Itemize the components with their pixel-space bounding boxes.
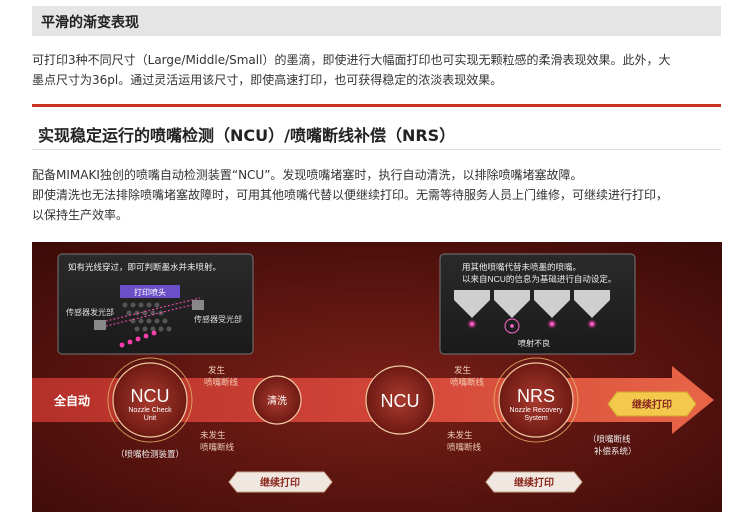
nrs-caption-line1: （喷嘴断线 xyxy=(588,434,631,444)
sensor-receiver xyxy=(192,300,204,310)
ncu-unit-circle: NCU Nozzle Check Unit xyxy=(107,357,193,443)
clean-label: 清洗 xyxy=(267,394,287,407)
paragraph-ncu-line3: 以保持生产效率。 xyxy=(32,208,129,222)
nozzle-spray-dots xyxy=(467,319,597,329)
not1-label-line2: 喷嘴断线 xyxy=(200,442,235,452)
sensor-emitter xyxy=(94,320,106,330)
ncu-subtitle-line2: Unit xyxy=(144,415,157,422)
printhead-block xyxy=(120,285,180,298)
occur1-label-line2: 喷嘴断线 xyxy=(204,377,239,387)
nrs-detail-panel: 用其他喷嘴代替未喷墨的喷嘴。 以来自NCU的信息为基础进行自动设定。 喷射不良 xyxy=(439,253,636,355)
emitter-label: 传感器发光部 xyxy=(66,307,114,317)
section-divider xyxy=(32,104,721,107)
fault-label: 喷射不良 xyxy=(518,338,550,348)
faulty-nozzle-marker xyxy=(504,318,520,334)
section-header-gradation: 平滑的渐变表现 xyxy=(32,6,721,36)
not2-label-line2: 喷嘴断线 xyxy=(447,442,482,452)
paragraph-ncu-line2: 即使清洗也无法排除喷嘴堵塞故障时，可用其他喷嘴代替以便继续打印。无需等待服务人员… xyxy=(32,188,669,202)
occur2-label-line2: 喷嘴断线 xyxy=(450,377,485,387)
printhead-label: 打印喷头 xyxy=(134,287,166,297)
title-underline xyxy=(32,149,721,150)
nrs-panel-caption-line1: 用其他喷嘴代替未喷墨的喷嘴。 xyxy=(462,262,581,272)
start-label: 全自动 xyxy=(53,393,90,408)
nrs-caption-line2: 补偿系统） xyxy=(594,446,637,456)
nozzle-heads xyxy=(454,290,610,318)
continue-print-label-2: 继续打印 xyxy=(514,476,554,489)
continue-print-label-1: 继续打印 xyxy=(260,476,300,489)
sensor-beam-lower xyxy=(93,301,205,330)
paragraph-ncu-line1: 配备MIMAKI独创的喷嘴自动检测装置“NCU”。发现喷嘴堵塞时，执行自动清洗，… xyxy=(32,168,583,182)
nrs-subtitle-line1: Nozzle Recovery xyxy=(510,407,563,414)
faulty-nozzle-dot xyxy=(510,324,514,328)
section-title-ncu-nrs: 实现稳定运行的喷嘴检测（NCU）/喷嘴断线补偿（NRS） xyxy=(38,126,456,145)
continue-print-label-final: 继续打印 xyxy=(632,398,672,411)
ncu-caption: （喷嘴检测装置） xyxy=(116,449,184,459)
paragraph-gradation-line1: 可打印3种不同尺寸（Large/Middle/Small）的墨滴，即使进行大幅面… xyxy=(32,53,671,67)
not2-label-line1: 未发生 xyxy=(447,430,473,440)
receiver-label: 传感器受光部 xyxy=(194,314,242,324)
sensor-light-dots xyxy=(119,330,157,348)
continue-print-badge-1: 继续打印 xyxy=(228,471,333,493)
ncu-panel-caption: 如有光线穿过，即可判断墨水并未喷射。 xyxy=(68,262,221,272)
ncu-detail-panel: 如有光线穿过，即可判断墨水并未喷射。 打印喷头 传感器发光部 传感器受光部 xyxy=(57,253,254,355)
occur2-label-line1: 发生 xyxy=(454,365,472,375)
nrs-panel-caption-line2: 以来自NCU的信息为基础进行自动设定。 xyxy=(462,274,616,284)
nrs-subtitle-line2: System xyxy=(524,415,548,422)
continue-print-badge-2: 继续打印 xyxy=(485,471,583,493)
clean-step-circle: 清洗 xyxy=(252,375,302,425)
nrs-system-circle: NRS Nozzle Recovery System xyxy=(493,357,579,443)
ncu2-title: NCU xyxy=(381,391,420,411)
continue-print-badge-final: 继续打印 xyxy=(607,391,697,417)
ncu-nrs-flow-diagram: 如有光线穿过，即可判断墨水并未喷射。 打印喷头 传感器发光部 传感器受光部 用其… xyxy=(32,242,722,512)
ncu-subtitle-line1: Nozzle Check xyxy=(128,407,172,414)
ncu-second-circle: NCU xyxy=(365,365,435,435)
not1-label-line1: 未发生 xyxy=(200,430,226,440)
occur1-label-line1: 发生 xyxy=(208,365,226,375)
section-title-gradation: 平滑的渐变表现 xyxy=(41,15,139,31)
paragraph-gradation-line2: 墨点尺寸为36pl。通过灵活运用该尺寸，即使高速打印，也可获得稳定的浓淡表现效果… xyxy=(32,73,503,87)
ncu-title: NCU xyxy=(131,386,170,406)
nrs-title: NRS xyxy=(517,386,555,406)
